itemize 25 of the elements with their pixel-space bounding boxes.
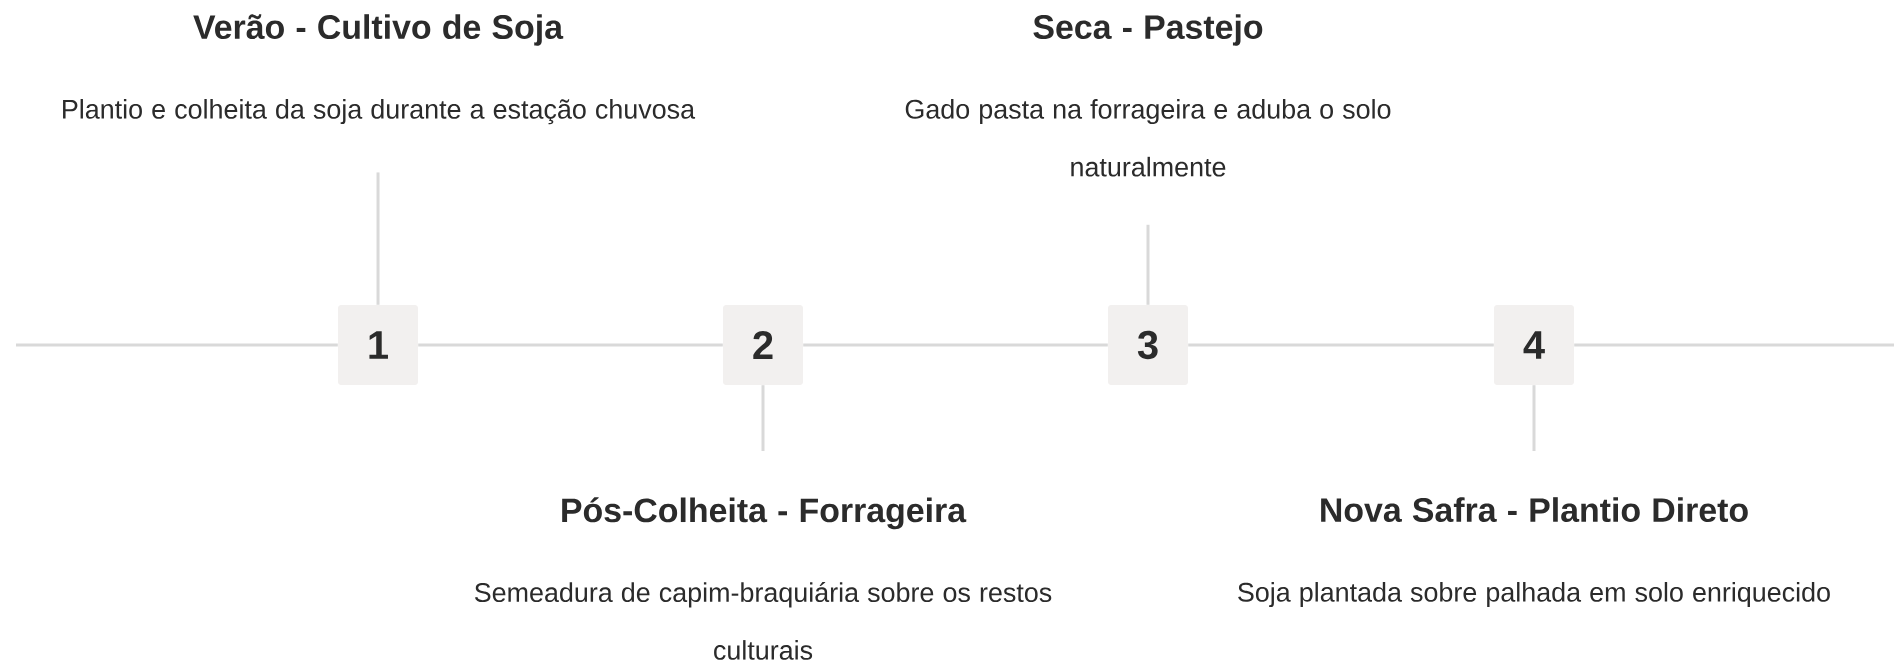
step-box (1494, 305, 1574, 385)
step-box (1108, 305, 1188, 385)
step-description: Semeadura de capim-braquiária sobre os restos culturais (474, 582, 1052, 660)
leader-line (1532, 385, 1536, 451)
step-box (338, 305, 418, 385)
step-description: Soja plantada sobre palhada em solo enriquecido (1238, 582, 1830, 608)
leader-line (376, 172, 380, 305)
step-number: 2 (753, 331, 773, 359)
leader-line (1146, 224, 1150, 305)
step-description: Plantio e colheita da soja durante a estação chuvosa (63, 99, 696, 125)
step-title: Pós-Colheita - Forrageira (562, 497, 967, 530)
step-number: 3 (1137, 330, 1158, 360)
timeline-line (803, 343, 1108, 347)
step-title: Seca - Pastejo (1033, 14, 1263, 46)
step-number: 1 (369, 331, 388, 359)
step-title: Verão - Cultivo de Soja (193, 14, 564, 46)
timeline-line (418, 343, 723, 347)
timeline-line (1574, 343, 1894, 347)
step-description: Gado pasta na forrageira e aduba o solo naturalmente (905, 99, 1391, 177)
step-number: 4 (1523, 331, 1545, 359)
leader-line (761, 385, 765, 451)
step-title: Nova Safra - Plantio Direto (1321, 497, 1748, 523)
timeline-line (1188, 343, 1494, 347)
step-box (723, 305, 803, 385)
timeline-line (16, 343, 338, 347)
